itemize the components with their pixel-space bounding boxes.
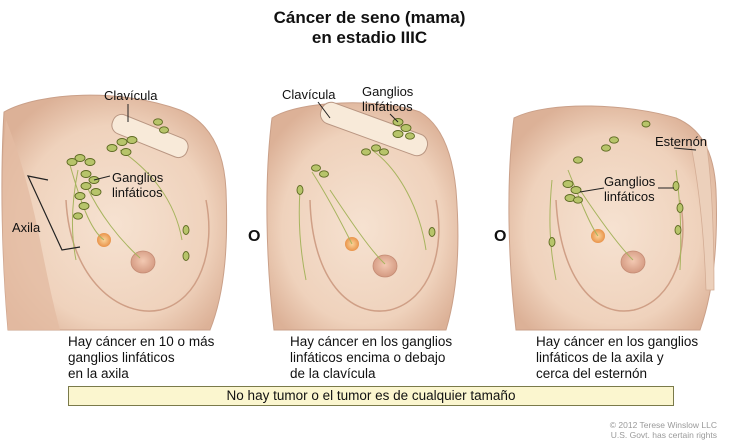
panel-1-caption-line-3: en la axila [68, 366, 214, 382]
copyright-credit: © 2012 Terese Winslow LLC U.S. Govt. has… [610, 420, 717, 440]
panel-1-nodes-label-line-2: linfáticos [112, 185, 163, 200]
panel-3-caption: Hay cáncer en los ganglios linfáticos de… [536, 334, 698, 382]
panel-3-caption-line-2: linfáticos de la axila y [536, 350, 698, 366]
panel-2-clavicle-label: Clavícula [282, 87, 335, 102]
panel-2-caption: Hay cáncer en los ganglios linfáticos en… [290, 334, 452, 382]
panel-2-nipple [373, 255, 397, 277]
copyright-line-2: U.S. Govt. has certain rights [610, 430, 717, 440]
panel-2-caption-line-1: Hay cáncer en los ganglios [290, 334, 452, 350]
panel-3-nodes-label: Ganglios linfáticos [604, 174, 655, 204]
panel-2-caption-line-3: de la clavícula [290, 366, 452, 382]
separator-or-2: O [494, 228, 506, 246]
panel-2-nodes-label-line-1: Ganglios [362, 84, 413, 99]
panel-3-sternum-label: Esternón [655, 134, 707, 149]
panel-1-axilla-label: Axila [12, 220, 40, 235]
panel-1-clavicle-label: Clavícula [104, 88, 157, 103]
panel-1-caption-line-2: ganglios linfáticos [68, 350, 214, 366]
panel-1-caption: Hay cáncer en 10 o más ganglios linfátic… [68, 334, 214, 382]
panel-3-nodes-label-line-1: Ganglios [604, 174, 655, 189]
panel-3-caption-line-3: cerca del esternón [536, 366, 698, 382]
tumor-size-note-banner: No hay tumor o el tumor es de cualquier … [68, 386, 674, 406]
copyright-line-1: © 2012 Terese Winslow LLC [610, 420, 717, 430]
panel-2-nodes-label-line-2: linfáticos [362, 99, 413, 114]
panel-1-illustration [2, 95, 227, 330]
panel-1-nipple [131, 251, 155, 273]
panel-3-nodes-label-line-2: linfáticos [604, 189, 655, 204]
panel-3-nipple [621, 251, 645, 273]
panel-1-nodes-label: Ganglios linfáticos [112, 170, 163, 200]
panel-3-caption-line-1: Hay cáncer en los ganglios [536, 334, 698, 350]
panel-2-illustration [267, 100, 458, 330]
panel-1-caption-line-1: Hay cáncer en 10 o más [68, 334, 214, 350]
panel-1-nodes-label-line-1: Ganglios [112, 170, 163, 185]
panel-2-caption-line-2: linfáticos encima o debajo [290, 350, 452, 366]
panel-2-nodes-label: Ganglios linfáticos [362, 84, 413, 114]
separator-or-1: O [248, 228, 260, 246]
